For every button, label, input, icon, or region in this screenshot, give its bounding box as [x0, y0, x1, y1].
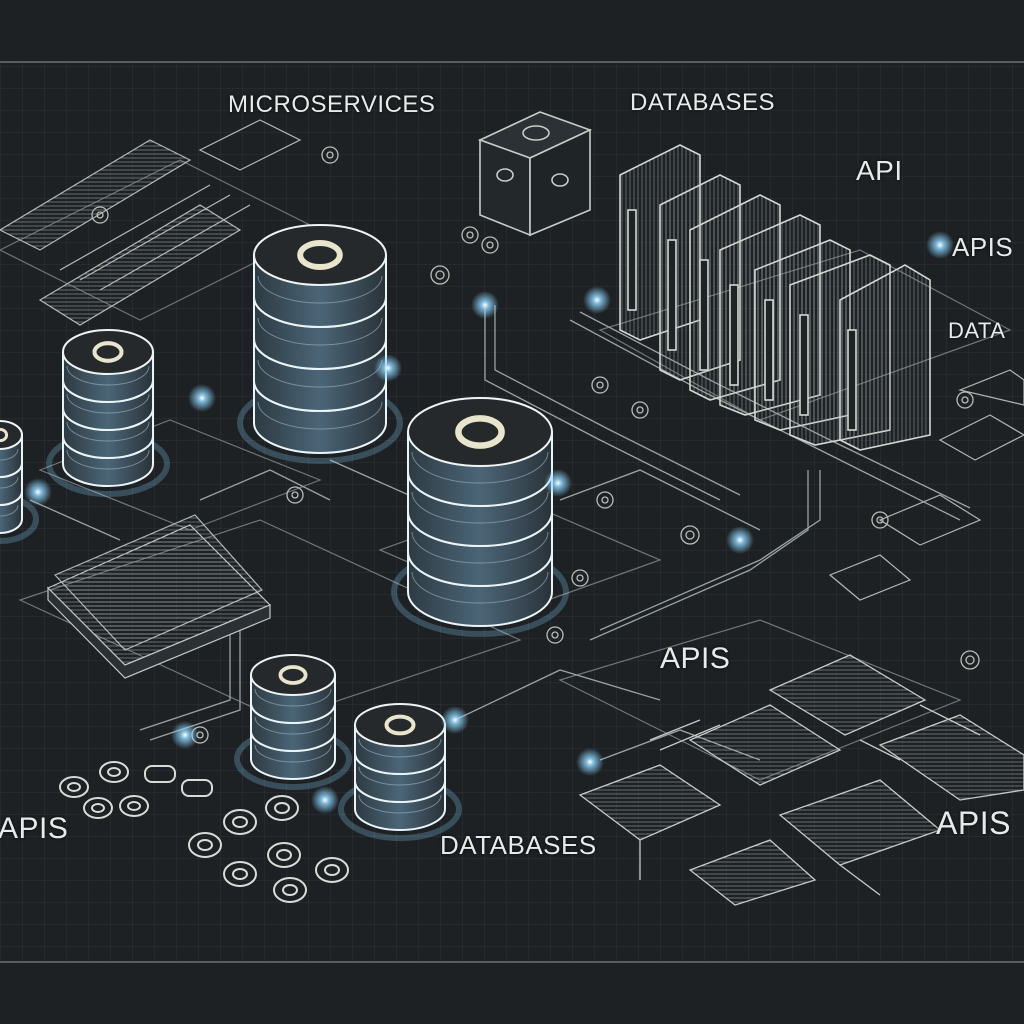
label-apis-right: APIS	[952, 232, 1014, 262]
database-cylinder-edge	[0, 420, 39, 544]
database-bookshelf	[619, 144, 931, 451]
database-cylinder-left	[46, 329, 170, 497]
glow-points	[24, 231, 954, 814]
label-apis-bottom-right: APIS	[936, 805, 1011, 841]
glow-point	[24, 478, 52, 506]
glow-point	[311, 786, 339, 814]
database-cylinder-bottom	[338, 703, 462, 841]
database-cylinders	[0, 224, 569, 841]
glow-point	[576, 748, 604, 776]
label-microservices: MICROSERVICES	[228, 91, 436, 118]
server-cube	[477, 111, 593, 237]
control-button-grid	[59, 761, 349, 903]
glow-point	[374, 354, 402, 382]
circuit-chips-right	[578, 654, 1024, 906]
label-apis-center: APIS	[660, 642, 731, 675]
label-api: API	[856, 155, 903, 186]
label-apis-left: APIS	[0, 812, 69, 845]
database-cylinder-large-top	[237, 224, 403, 464]
label-data-partial: DATA	[948, 318, 1006, 343]
glow-point	[583, 286, 611, 314]
circuit-board-top-left	[0, 119, 302, 326]
label-databases-bottom: DATABASES	[440, 830, 597, 860]
label-databases-top: DATABASES	[630, 89, 775, 116]
glow-point	[471, 291, 499, 319]
glow-point	[171, 721, 199, 749]
database-cylinder-small-bottom	[234, 654, 352, 790]
glow-point	[441, 706, 469, 734]
database-cylinder-large-center	[391, 397, 569, 637]
document-stack	[46, 514, 272, 679]
small-chips-right	[828, 369, 1024, 601]
glow-point	[544, 469, 572, 497]
glow-point	[726, 526, 754, 554]
glow-point	[926, 231, 954, 259]
glow-point	[188, 384, 216, 412]
